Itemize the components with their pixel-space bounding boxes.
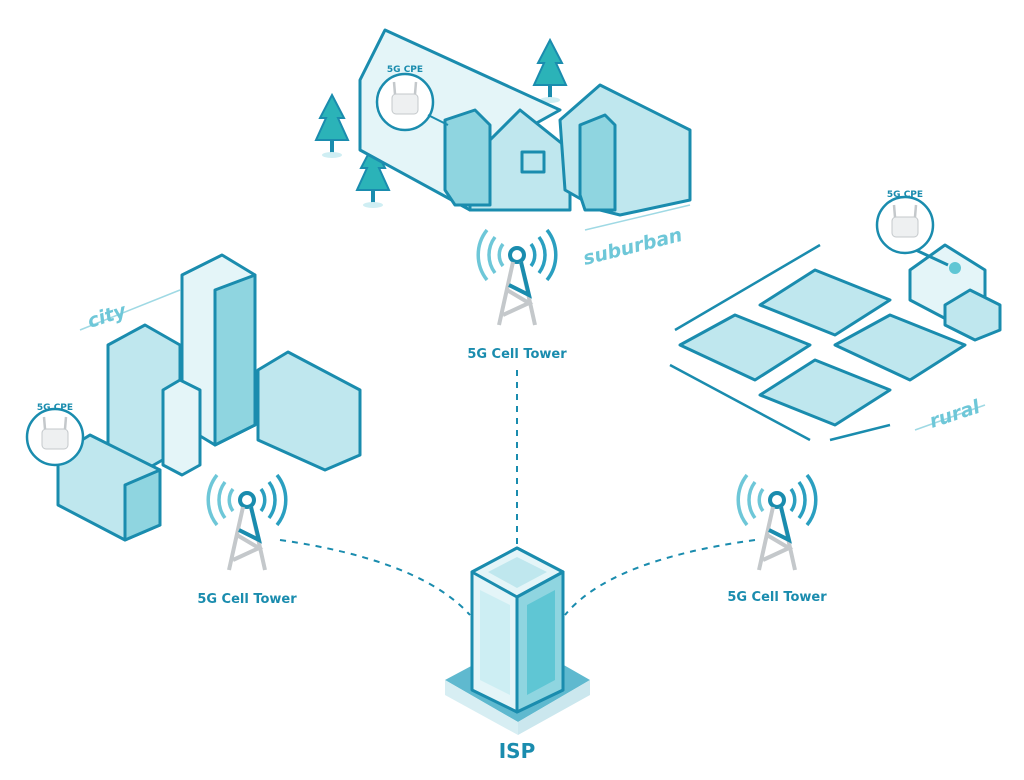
link-rural-isp — [564, 539, 756, 616]
cpe-router-icon — [875, 195, 935, 255]
isp-label: ISP — [499, 739, 536, 763]
cell-tower-city: 5G Cell Tower — [197, 473, 297, 607]
cpe-label: 5G CPE — [37, 403, 73, 413]
cell-tower-label: 5G Cell Tower — [727, 590, 827, 605]
cpe-label: 5G CPE — [387, 65, 423, 75]
suburban-area: suburban 5G CPE — [315, 28, 692, 270]
cell-tower-icon — [206, 473, 288, 572]
cell-tower-icon — [736, 473, 818, 572]
area-label-city: city — [85, 299, 131, 333]
tree-icon — [533, 39, 567, 104]
isp-server: ISP — [445, 546, 590, 763]
cell-tower-label: 5G Cell Tower — [197, 592, 297, 607]
link-city-isp — [279, 539, 471, 616]
cell-tower-icon — [476, 228, 558, 327]
cpe-router-icon — [375, 72, 435, 132]
cpe-label: 5G CPE — [887, 190, 923, 200]
area-label-suburban: suburban — [581, 224, 685, 270]
cell-tower-rural: 5G Cell Tower — [727, 473, 827, 605]
cpe-router-icon — [25, 407, 85, 467]
area-label-rural: rural — [927, 396, 983, 433]
city-area: city 5G CPE — [25, 253, 362, 542]
connections — [279, 370, 756, 616]
rural-area: 5G CPE rural — [669, 190, 1002, 442]
tree-icon — [315, 94, 349, 159]
cell-tower-label: 5G Cell Tower — [467, 347, 567, 362]
cell-tower-suburban: 5G Cell Tower — [467, 228, 567, 362]
